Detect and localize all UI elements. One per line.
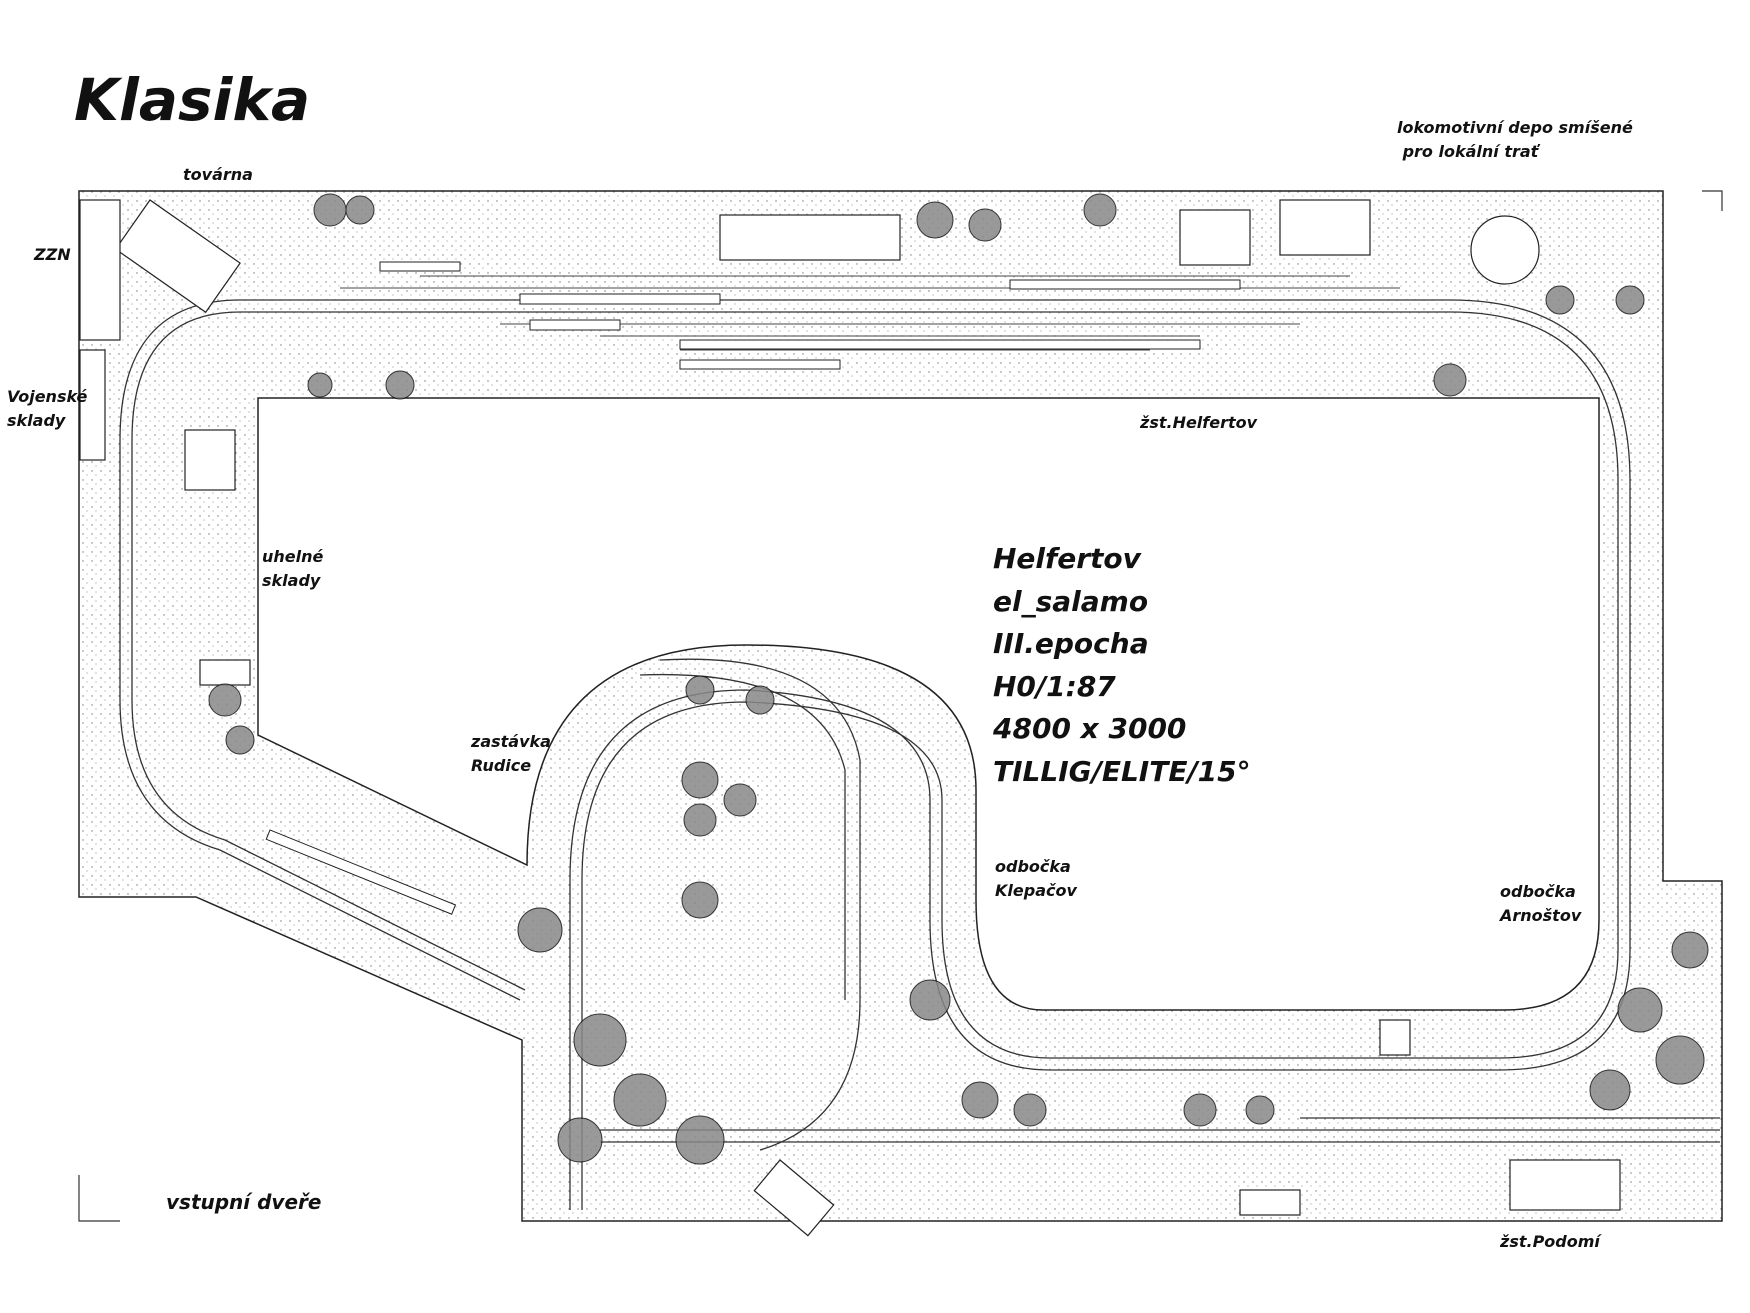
- label-odbocka-arnostov: odbočka Arnoštov: [1500, 880, 1581, 928]
- label-zst-helfertov: žst.Helfertov: [1140, 413, 1258, 432]
- label-tovarna: továrna: [183, 165, 253, 184]
- info-track-system: TILLIG/ELITE/15°: [993, 754, 1251, 788]
- label-line: odbočka: [1500, 882, 1576, 901]
- label-zst-podomi: žst.Podomí: [1500, 1232, 1600, 1251]
- label-line: Rudice: [471, 756, 532, 775]
- buildings: [79, 199, 1621, 1237]
- info-dimensions: 4800 x 3000: [993, 712, 1187, 745]
- corner-marks: [78, 190, 1723, 1222]
- label-line: Arnoštov: [1500, 906, 1582, 925]
- label-line: sklady: [7, 411, 66, 430]
- plan-title: Klasika: [74, 66, 311, 134]
- info-station-name: Helfertov: [993, 542, 1141, 575]
- label-line: sklady: [262, 571, 321, 590]
- label-line: pro lokální trať: [1397, 142, 1539, 161]
- label-vojenske-sklady: Vojenské sklady: [7, 385, 87, 433]
- label-line: Vojenské: [7, 387, 88, 406]
- label-line: zastávka: [471, 732, 551, 751]
- label-uhelne-sklady: uhelné sklady: [262, 545, 323, 593]
- info-author: el_salamo: [993, 584, 1149, 618]
- trees: [208, 193, 1709, 1165]
- label-odbocka-klepacov: odbočka Klepačov: [995, 855, 1077, 903]
- label-line: Klepačov: [995, 881, 1077, 900]
- label-line: uhelné: [262, 547, 324, 566]
- label-line: lokomotivní depo smíšené: [1397, 118, 1633, 137]
- trains: [265, 261, 1241, 915]
- label-zzn: ZZN: [34, 245, 71, 264]
- info-epoch: III.epocha: [993, 627, 1149, 660]
- label-lokomotivni-depo: lokomotivní depo smíšené pro lokální tra…: [1397, 116, 1633, 164]
- info-scale: H0/1:87: [993, 669, 1116, 703]
- baseboard: [78, 190, 1723, 1222]
- label-vstupni-dvere: vstupní dveře: [166, 1190, 322, 1214]
- main-line-tracks: [119, 299, 1720, 1210]
- label-line: odbočka: [995, 857, 1071, 876]
- layout-info-block: Helfertov el_salamo III.epocha H0/1:87 4…: [993, 538, 1251, 793]
- label-zastavka-rudice: zastávka Rudice: [471, 730, 551, 778]
